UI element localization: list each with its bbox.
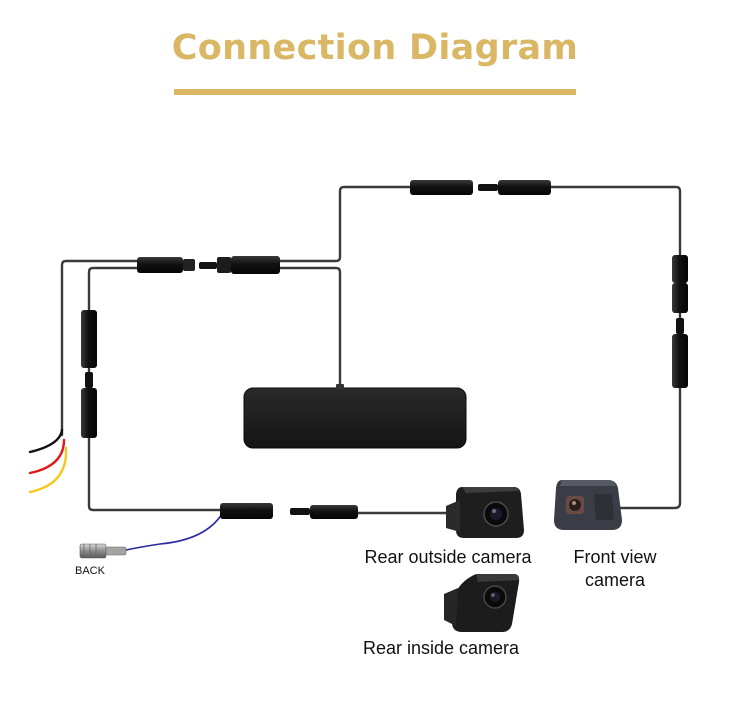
rear-outside-camera-label: Rear outside camera	[364, 547, 532, 567]
mirror-monitor	[243, 384, 467, 449]
front-view-camera-label: Front view camera	[552, 546, 678, 592]
title-underline	[174, 89, 576, 95]
cable-inner-top	[87, 266, 139, 312]
cable-network	[60, 185, 682, 515]
rear-outside-camera-icon	[446, 487, 524, 538]
rear-inside-camera-icon	[444, 574, 520, 632]
cable-top-to-right	[549, 185, 682, 257]
cable-top-route	[60, 259, 139, 437]
connector-pair-left	[81, 310, 97, 438]
back-label: BACK	[75, 565, 105, 577]
back-plug-icon	[79, 543, 127, 559]
harness-wires	[28, 428, 223, 551]
wire-red	[28, 438, 66, 475]
cable-right-to-front-camera	[616, 386, 682, 510]
connector-pair-top-left	[137, 256, 280, 274]
rear-inside-camera-label: Rear inside camera	[362, 638, 520, 658]
cable-main-to-top	[278, 185, 412, 263]
cable-inner-bottom	[87, 436, 222, 512]
wire-yellow	[28, 446, 68, 494]
front-view-camera-icon	[554, 480, 622, 530]
connector-pair-right	[672, 255, 688, 388]
cable-mirror-feed	[278, 266, 342, 390]
connector-pair-top	[410, 180, 551, 195]
wire-black	[28, 428, 64, 454]
wire-blue-back	[125, 513, 223, 551]
front-view-camera-label-line2: camera	[584, 570, 646, 590]
connector-pair-bottom	[220, 503, 358, 519]
diagram-title: Connection Diagram	[171, 28, 579, 68]
front-view-camera-label-line1: Front view	[573, 547, 657, 567]
